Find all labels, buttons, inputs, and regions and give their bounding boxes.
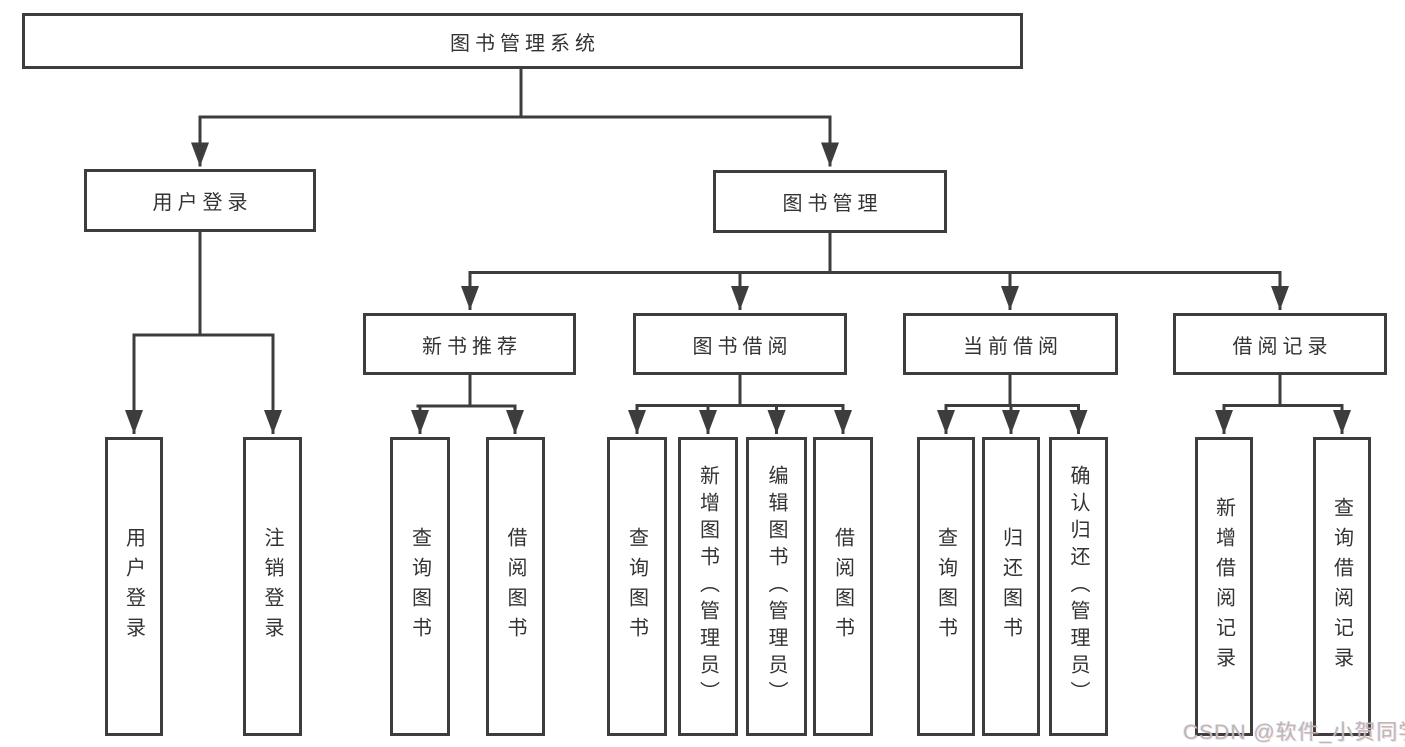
node-library-management-system: 图书管理系统: [22, 13, 1023, 69]
leaf-query-borrow-record: 查询借阅记录: [1313, 437, 1371, 736]
leaf-edit-books-admin: 编辑图书（管理员）: [746, 437, 807, 736]
watermark: CSDN @软件_小贺同学: [1183, 721, 1405, 744]
leaf-add-books-admin: 新增图书（管理员）: [678, 437, 738, 736]
leaf-query-books-recommend: 查询图书: [390, 437, 450, 736]
leaf-return-books: 归还图书: [982, 437, 1040, 736]
node-borrowing-records: 借阅记录: [1173, 313, 1387, 375]
leaf-add-borrow-record: 新增借阅记录: [1195, 437, 1253, 736]
leaf-query-books-borrowing: 查询图书: [607, 437, 667, 736]
leaf-logout: 注销登录: [243, 437, 302, 736]
node-user-login: 用户登录: [84, 169, 316, 232]
leaf-confirm-return-admin: 确认归还（管理员）: [1049, 437, 1108, 736]
node-current-borrowing: 当前借阅: [903, 313, 1118, 375]
leaf-borrow-books-recommend: 借阅图书: [486, 437, 545, 736]
leaf-borrow-books-borrowing: 借阅图书: [813, 437, 873, 736]
node-book-borrowing: 图书借阅: [633, 313, 847, 375]
leaf-user-login: 用户登录: [105, 437, 163, 736]
node-book-management: 图书管理: [713, 170, 947, 233]
node-new-book-recommendation: 新书推荐: [363, 313, 576, 375]
leaf-query-books-current: 查询图书: [917, 437, 975, 736]
